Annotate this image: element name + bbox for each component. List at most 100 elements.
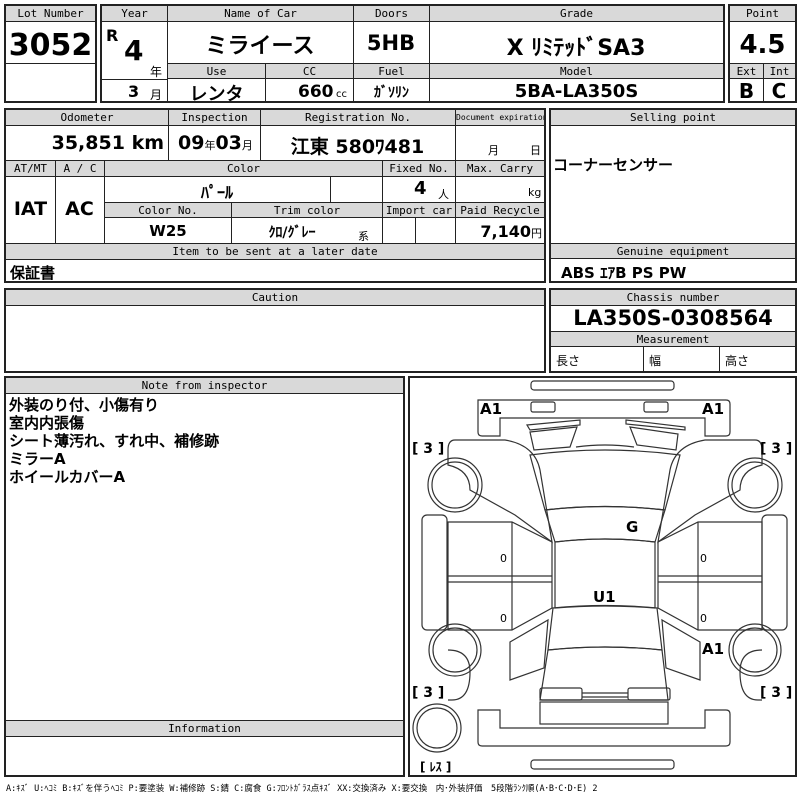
doors-label: Doors <box>353 6 429 22</box>
car-name-label: Name of Car <box>167 6 353 22</box>
import-car-label: Import car <box>383 202 455 218</box>
ac-label: A / C <box>55 161 104 177</box>
mark-front-right: A1 <box>702 400 725 418</box>
mark-roof: U1 <box>593 588 616 606</box>
fuel-label: Fuel <box>354 63 429 79</box>
atmt-label: AT/MT <box>6 161 55 177</box>
note-line: ホイールカバーA <box>9 468 126 486</box>
selling-point-label: Selling point <box>551 110 795 126</box>
inspector-note-label: Note from inspector <box>6 378 403 394</box>
inspection-value: 09年03月 <box>178 132 253 154</box>
trim-color-suffix: 系 <box>358 230 369 243</box>
note-line: 外装のり付、小傷有り <box>9 396 160 414</box>
genuine-equipment-value: ABS ｴｱB PS PW <box>561 264 687 282</box>
point-box: Point 4.5 Ext Int B C <box>728 4 797 103</box>
tire-front-right: [ 3 ] <box>760 441 793 457</box>
selling-point-value: コーナーセンサー <box>553 156 674 174</box>
color-no-label: Color No. <box>105 202 231 218</box>
grade-value: X ﾘﾐﾃｯﾄﾞSA3 <box>506 36 646 61</box>
ext-label: Ext <box>730 63 763 79</box>
max-carry-label: Max. Carry <box>455 161 544 177</box>
color-label: Color <box>104 161 382 177</box>
mark-front-left: A1 <box>480 400 503 418</box>
lot-number-value: 3052 <box>8 28 93 63</box>
point-value: 4.5 <box>739 30 786 60</box>
grade-label: Grade <box>429 6 723 22</box>
odometer-value: 35,851 km <box>51 132 164 154</box>
doc-expiration-label: Document expiration <box>455 110 544 126</box>
length-label: 長さ <box>556 354 581 368</box>
caution-label: Caution <box>6 290 544 306</box>
later-items-label: Item to be sent at a later date <box>6 244 544 260</box>
note-line: シート薄汚れ、すれ中、補修跡 <box>9 432 220 450</box>
mark-rear-right-door: 0 <box>700 612 707 625</box>
color-value: ﾊﾟｰﾙ <box>200 183 233 202</box>
month-unit: 月 <box>150 88 163 102</box>
fixed-no-label: Fixed No. <box>382 161 455 177</box>
trim-color-label: Trim color <box>232 202 382 218</box>
cc-value: 660 <box>298 82 334 102</box>
tire-rear-right: [ 3 ] <box>760 685 793 701</box>
inspector-note-box: Note from inspector 外装のり付、小傷有り 室内内張傷 シート… <box>4 376 405 777</box>
later-items-value: 保証書 <box>10 264 56 282</box>
mark-front-right-door: 0 <box>700 552 707 565</box>
height-label: 高さ <box>725 354 750 368</box>
information-label: Information <box>6 721 403 737</box>
inspector-note-lines: 外装のり付、小傷有り 室内内張傷 シート薄汚れ、すれ中、補修跡 ミラーA ホイー… <box>9 396 219 486</box>
doors-value: 5HB <box>366 31 416 55</box>
paid-recycle-value: 7,140円 <box>480 222 542 241</box>
point-label: Point <box>730 6 795 22</box>
mark-windshield: G <box>626 518 639 536</box>
measurement-label: Measurement <box>551 331 795 347</box>
atmt-value: IAT <box>13 198 48 220</box>
doc-day-unit: 日 <box>530 144 541 157</box>
doc-month-unit: 月 <box>488 144 499 157</box>
registration-label: Registration No. <box>260 110 455 126</box>
damage-diagram: A1 A1 G U1 A1 0 0 0 0 [ 3 ] [ 3 ] [ 3 ] … <box>408 376 797 777</box>
chassis-label: Chassis number <box>551 290 795 306</box>
chassis-value: LA350S-0308564 <box>573 306 773 330</box>
genuine-equipment-label: Genuine equipment <box>551 243 795 259</box>
year-unit: 年 <box>150 65 163 79</box>
width-label: 幅 <box>649 354 662 368</box>
vehicle-info-box: Year Name of Car Doors Grade R 4 年 3 月 ミ… <box>100 4 725 105</box>
lot-number-box: Lot Number 3052 <box>4 4 97 103</box>
model-label: Model <box>430 63 723 79</box>
lot-number-label: Lot Number <box>6 6 95 22</box>
fixed-no-unit: 人 <box>438 188 449 201</box>
mark-rear-right: A1 <box>702 640 725 658</box>
max-carry-unit: kg <box>528 186 542 199</box>
inspection-label: Inspection <box>168 110 260 126</box>
ext-grade: B <box>738 79 755 103</box>
mark-front-left-door: 0 <box>500 552 507 565</box>
details-box: Odometer Inspection Registration No. Doc… <box>4 108 546 283</box>
caution-box: Caution <box>4 288 546 373</box>
tire-rear-left: [ 3 ] <box>412 685 445 701</box>
registration-value: 江東 580ﾜ481 <box>290 136 425 158</box>
color-no-value: W25 <box>149 222 187 240</box>
cc-unit: cc <box>336 89 347 100</box>
car-outline-diagram <box>412 380 788 770</box>
note-line: 室内内張傷 <box>9 414 85 432</box>
use-label: Use <box>168 63 265 79</box>
month-value: 3 <box>128 82 140 101</box>
year-era: R <box>106 26 119 45</box>
legend-text: A:ｷｽﾞ U:ﾍｺﾐ B:ｷｽﾞを伴うﾍｺﾐ P:要塗装 W:補修跡 S:錆 … <box>6 784 598 794</box>
model-value: 5BA-LA350S <box>514 81 639 102</box>
use-value: レンタ <box>189 84 244 105</box>
chassis-box: Chassis number LA350S-0308564 Measuremen… <box>549 288 797 373</box>
int-label: Int <box>763 63 795 79</box>
year-value: 4 <box>124 34 144 67</box>
ac-value: AC <box>65 198 94 220</box>
mark-rear-left-door: 0 <box>500 612 507 625</box>
cc-label: CC <box>266 63 353 79</box>
fixed-no-value: 4 <box>414 178 427 199</box>
year-label: Year <box>102 6 167 22</box>
odometer-label: Odometer <box>6 110 168 126</box>
trim-color-value: ｸﾛ/ｸﾞﾚｰ <box>268 225 316 241</box>
selling-point-box: Selling point コーナーセンサー Genuine equipment… <box>549 108 797 283</box>
tire-spare: [ ﾚｽ ] <box>420 760 452 774</box>
note-line: ミラーA <box>9 450 66 468</box>
int-grade: C <box>771 79 787 103</box>
tire-front-left: [ 3 ] <box>412 441 445 457</box>
